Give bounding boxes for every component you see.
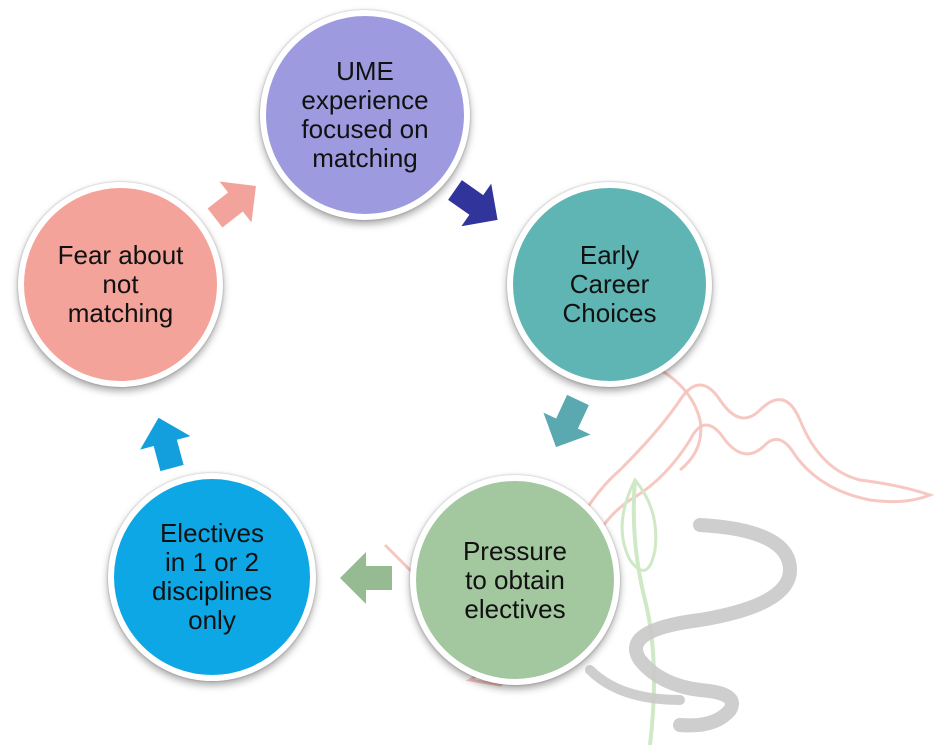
node-label: Fear about not matching xyxy=(57,240,184,328)
arrow-electives-to-fear xyxy=(140,417,191,472)
node-fear-not-matching: Fear about not matching xyxy=(18,182,223,387)
watermark-leaf xyxy=(620,477,658,572)
node-electives-disciplines: Electives in 1 or 2 disciplines only xyxy=(108,473,316,681)
watermark-swirl-lower xyxy=(585,665,685,705)
node-label: UME experience focused on matching xyxy=(301,56,429,173)
watermark-flame xyxy=(465,383,934,687)
node-pressure-electives: Pressure to obtain electives xyxy=(410,475,620,685)
arrow-ume-to-early xyxy=(448,180,498,227)
node-label: Electives in 1 or 2 disciplines only xyxy=(152,518,272,635)
node-label: Pressure to obtain electives xyxy=(462,535,568,624)
watermark-swirl xyxy=(629,518,798,733)
arrow-fear-to-ume xyxy=(207,181,256,228)
node-early-career-choices: Early Career Choices xyxy=(507,182,712,387)
arrow-early-to-pressure xyxy=(543,394,591,448)
arrow-pressure-to-electives xyxy=(340,552,392,604)
node-label: Early Career Choices xyxy=(562,240,657,328)
node-ume-experience: UME experience focused on matching xyxy=(260,10,470,220)
